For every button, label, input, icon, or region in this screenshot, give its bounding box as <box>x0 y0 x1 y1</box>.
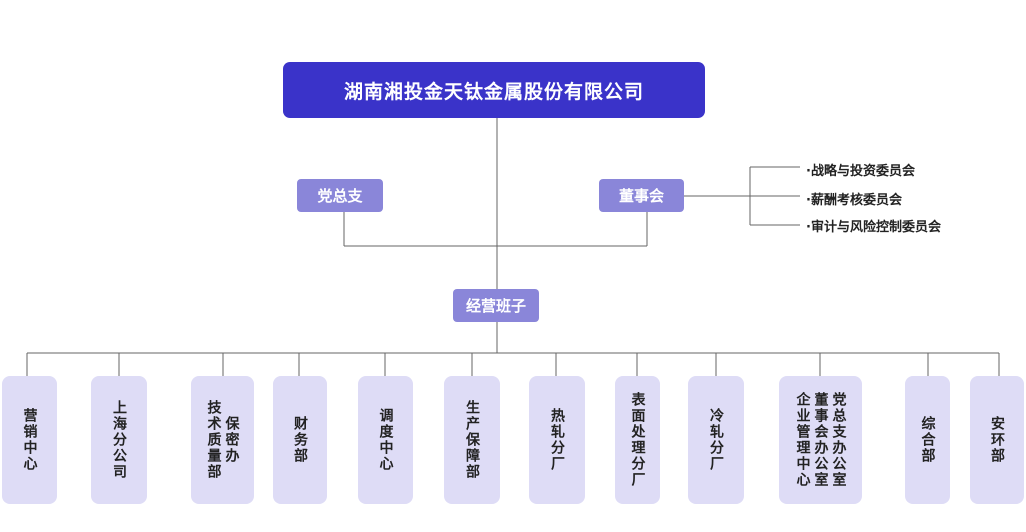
dept-hot-rolling-plant: 热轧分厂 <box>529 376 585 504</box>
dept-label: 调度中心 <box>377 408 394 472</box>
committee-strategy: ·战略与投资委员会 <box>806 164 915 179</box>
dept-dispatch-center: 调度中心 <box>358 376 413 504</box>
committee-audit: ·审计与风险控制委员会 <box>806 220 941 235</box>
dept-production-support: 生产保障部 <box>444 376 500 504</box>
dept-label: 保密办 <box>223 416 240 464</box>
dept-label: 企业管理中心 <box>794 392 811 488</box>
dept-label: 安环部 <box>989 416 1005 464</box>
board-node: 董事会 <box>599 179 684 212</box>
dept-label: 党总支办公室 <box>830 392 847 488</box>
management-node: 经营班子 <box>453 289 539 322</box>
committee-compensation: ·薪酬考核委员会 <box>806 193 902 208</box>
dept-secrecy-tech-quality: 保密办 技术质量部 <box>191 376 254 504</box>
dept-finance: 财务部 <box>273 376 327 504</box>
dept-label: 上海分公司 <box>111 400 127 480</box>
dept-label: 综合部 <box>919 416 936 464</box>
dept-surface-treatment-plant: 表面处理分厂 <box>615 376 660 504</box>
dept-label: 冷轧分厂 <box>708 408 724 472</box>
dept-label: 热轧分厂 <box>549 408 565 472</box>
dept-label: 技术质量部 <box>205 400 222 480</box>
dept-label: 营销中心 <box>21 408 38 472</box>
dept-label: 表面处理分厂 <box>629 392 646 488</box>
company-node: 湖南湘投金天钛金属股份有限公司 <box>283 62 705 118</box>
dept-shanghai-branch: 上海分公司 <box>91 376 147 504</box>
party-branch-node: 党总支 <box>297 179 383 212</box>
dept-offices-management: 党总支办公室 董事会办公室 企业管理中心 <box>779 376 862 504</box>
dept-marketing-center: 营销中心 <box>2 376 57 504</box>
dept-label: 董事会办公室 <box>812 392 829 488</box>
dept-cold-rolling-plant: 冷轧分厂 <box>688 376 744 504</box>
dept-safety-environment: 安环部 <box>970 376 1024 504</box>
dept-general-affairs: 综合部 <box>905 376 950 504</box>
dept-label: 生产保障部 <box>464 400 480 480</box>
dept-label: 财务部 <box>292 416 308 464</box>
